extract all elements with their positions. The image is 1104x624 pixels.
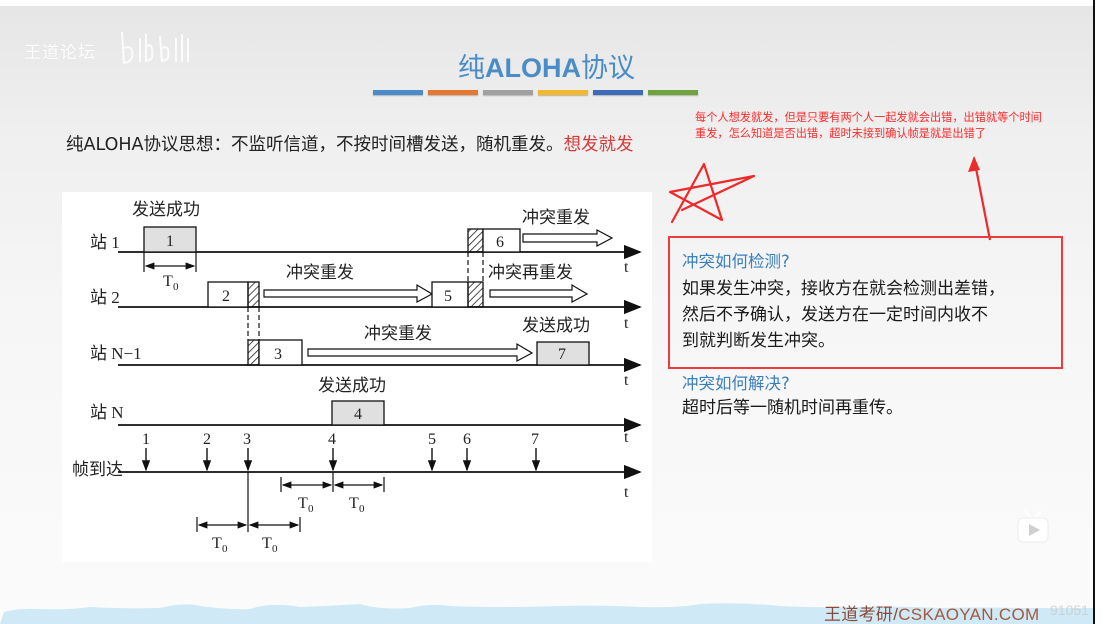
svg-text:0: 0 (272, 543, 278, 555)
title-latin: ALOHA (485, 53, 581, 83)
detection-question: 冲突如何检测? (682, 252, 790, 271)
svg-text:t: t (624, 372, 629, 389)
svg-text:6: 6 (496, 234, 504, 251)
detection-answer-line-1: 如果发生冲突，接收方在就会检测出差错， (682, 279, 1005, 299)
resolution-question: 冲突如何解决? (682, 374, 790, 393)
thought-highlight: 想发就发 (563, 135, 634, 155)
thought-text: 纯ALOHA协议思想：不监听信道，不按时间槽发送，随机重发。 (66, 135, 564, 155)
hand-drawn-arrow-icon (968, 156, 992, 241)
svg-text:T: T (262, 535, 272, 552)
svg-text:发送成功: 发送成功 (318, 376, 386, 395)
svg-text:t: t (624, 259, 629, 276)
annotation-line-2: 重发，怎么知道是否出错，超时未接到确认帧是就是出错了 (695, 127, 986, 140)
detection-answer: 如果发生冲突，接收方在就会检测出差错， 然后不予确认，发送方在一定时间内收不 到… (682, 276, 1005, 354)
detection-answer-line-3: 到就判断发生冲突。 (682, 331, 835, 351)
svg-text:5: 5 (428, 431, 436, 448)
title-color-bars (373, 90, 698, 95)
color-bar (538, 90, 588, 95)
slide: 王道论坛 纯ALOHA协议 纯ALOHA协议思想：不监听信道，不按时间槽发送，随… (0, 6, 1093, 624)
detection-answer-line-2: 然后不予确认，发送方在一定时间内收不 (682, 305, 988, 325)
footer-brand: 王道考研/CSKAOYAN.COM (824, 600, 1039, 624)
svg-text:2: 2 (203, 431, 211, 448)
svg-text:0: 0 (308, 503, 314, 515)
hand-drawn-star-icon (668, 162, 756, 224)
svg-text:发送成功: 发送成功 (132, 200, 200, 219)
svg-text:4: 4 (328, 431, 336, 448)
svg-text:t: t (624, 484, 629, 501)
color-bar (648, 90, 698, 95)
station-label: 站 N (90, 403, 124, 422)
color-bar (483, 90, 533, 95)
svg-text:冲突再重发: 冲突再重发 (488, 263, 573, 282)
svg-text:7: 7 (531, 431, 539, 448)
top-strip (0, 0, 1093, 6)
svg-text:t: t (624, 315, 629, 332)
svg-text:冲突重发: 冲突重发 (286, 263, 354, 282)
svg-text:T: T (298, 495, 308, 512)
pure-aloha-timing-diagram: 站 1 站 2 站 N−1 站 N 帧到达 t t t t t 发送成功 1 T… (62, 192, 652, 562)
right-border (1093, 0, 1095, 624)
svg-text:3: 3 (274, 346, 282, 363)
svg-text:0: 0 (173, 281, 179, 293)
svg-text:1: 1 (142, 431, 150, 448)
station-label: 站 N−1 (90, 344, 142, 363)
svg-text:冲突重发: 冲突重发 (522, 208, 590, 227)
arrival-label: 帧到达 (72, 460, 123, 479)
collision-detection-box (668, 236, 1063, 369)
svg-text:7: 7 (558, 346, 566, 363)
watermark-text: 91051 (1050, 602, 1089, 618)
svg-text:2: 2 (222, 288, 230, 305)
footer-brand-en: CSKAOYAN.COM (898, 605, 1040, 624)
color-bar (428, 90, 478, 95)
svg-text:0: 0 (222, 543, 228, 555)
bilibili-logo-icon (121, 31, 189, 65)
color-bar (593, 90, 643, 95)
svg-text:t: t (624, 429, 629, 446)
annotation-line-1: 每个人想发就发，但是只要有两个人一起发就会出错，出错就等个时间 (695, 111, 1042, 124)
svg-text:3: 3 (243, 431, 251, 448)
svg-text:T: T (349, 495, 359, 512)
bilibili-tv-play-icon[interactable] (1016, 506, 1050, 546)
footer-wave (0, 603, 1093, 624)
svg-text:1: 1 (166, 233, 174, 250)
svg-text:T: T (212, 535, 222, 552)
page-title: 纯ALOHA协议 (0, 46, 1093, 85)
footer-brand-cn: 王道考研/ (824, 605, 899, 624)
color-bar (373, 90, 423, 95)
svg-text:5: 5 (444, 288, 452, 305)
title-suffix: 协议 (581, 53, 635, 84)
resolution-answer: 超时后等一随机时间再重传。 (682, 398, 903, 418)
svg-text:4: 4 (354, 406, 362, 423)
svg-text:发送成功: 发送成功 (522, 316, 590, 335)
svg-text:T: T (163, 273, 173, 290)
svg-text:冲突重发: 冲突重发 (364, 324, 432, 343)
svg-text:6: 6 (463, 431, 471, 448)
station-label: 站 2 (90, 288, 120, 307)
protocol-thought: 纯ALOHA协议思想：不监听信道，不按时间槽发送，随机重发。想发就发 (66, 131, 634, 156)
handwritten-annotation: 每个人想发就发，但是只要有两个人一起发就会出错，出错就等个时间 重发，怎么知道是… (695, 110, 1042, 142)
wangdao-forum-logo: 王道论坛 (24, 43, 96, 63)
station-label: 站 1 (90, 233, 120, 252)
title-prefix: 纯 (458, 53, 485, 84)
svg-text:0: 0 (359, 503, 365, 515)
